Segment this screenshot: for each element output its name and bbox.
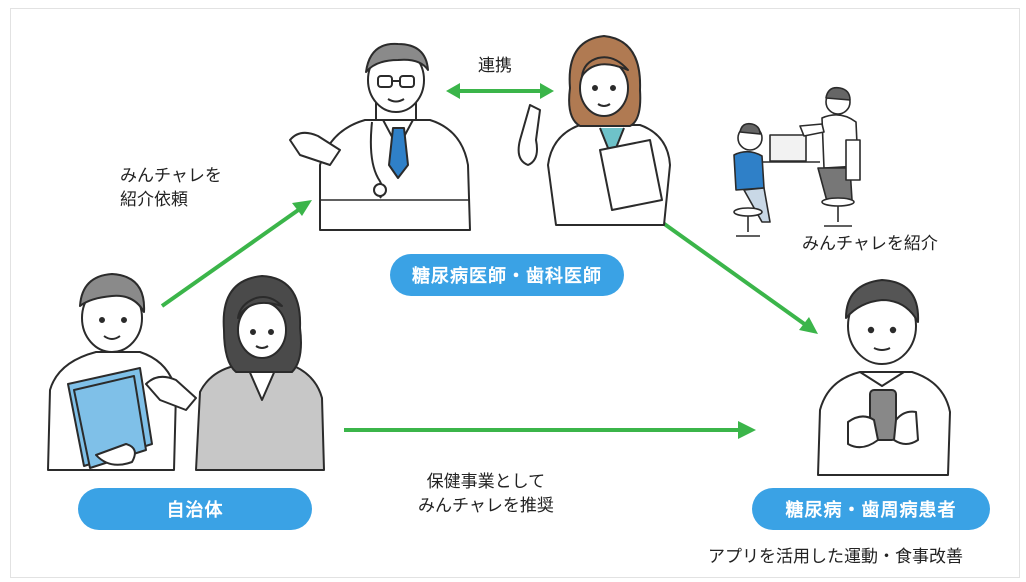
introduce-label: みんチャレを紹介 [802,234,938,254]
doctors-node: 糖尿病医師・歯科医師 [390,254,624,296]
request-label-line1: みんチャレを [120,166,222,186]
diagram-frame [10,8,1020,578]
link-arrow-head-right [540,83,554,99]
link-label: 連携 [478,56,512,76]
introduce-arrow-head [799,317,818,334]
recommend-label-line2: みんチャレを推奨 [418,496,554,516]
request-label-line2: 紹介依頼 [120,190,188,210]
request-arrow [160,204,306,308]
request-label: みんチャレを 紹介依頼 [120,164,222,212]
doctor-illustration [289,42,471,231]
patients-node: 糖尿病・歯周病患者 [752,488,990,530]
recommend-label-line1: 保健事業として [426,472,546,492]
female-doctor-illustration [517,35,671,226]
app-usage-label: アプリを活用した運動・食事改善 [708,547,963,567]
municipality-node: 自治体 [78,488,312,530]
municipal-staff-illustration [47,273,325,471]
consultation-illustration [733,86,861,237]
patient-with-phone-illustration [817,279,951,476]
request-arrow-head [292,200,312,216]
recommend-label: 保健事業として みんチャレを推奨 [418,470,554,518]
link-arrow-head-left [446,83,460,99]
recommend-arrow-head [738,421,756,439]
introduce-arrow [654,216,812,330]
